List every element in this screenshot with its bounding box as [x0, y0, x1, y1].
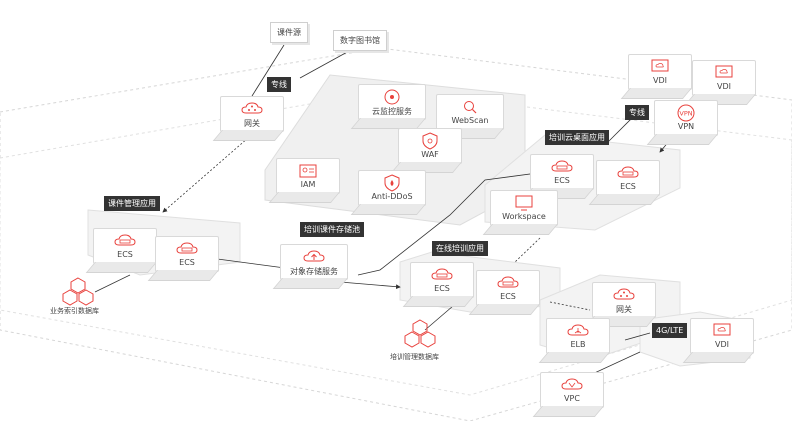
ecs-left-1-label: ECS	[117, 250, 133, 259]
vdi-monitor-icon	[713, 323, 731, 336]
ecs-icon	[551, 160, 573, 172]
conn-gateway-ecs	[162, 137, 249, 213]
node-ecs-online-1: ECS	[402, 262, 474, 308]
node-gateway-top: 网关	[212, 96, 284, 142]
tag-cloud-desktop-app: 培训云桌面应用	[545, 130, 609, 145]
node-ecs-online-2: ECS	[468, 270, 540, 316]
gateway-icon	[613, 288, 635, 300]
conn-ecs-storage	[209, 257, 286, 270]
ecs-icon	[431, 268, 453, 280]
node-vdi-2: VDI	[684, 60, 756, 106]
svg-text:VPN: VPN	[679, 110, 692, 118]
ecs-left-2-label: ECS	[179, 258, 195, 267]
node-ecs-desk-1: ECS	[522, 154, 594, 200]
tag-course-app: 课件管理应用	[104, 196, 160, 211]
ecs-icon	[617, 166, 639, 178]
ecs-desk-2-label: ECS	[620, 182, 636, 191]
course-source-box: 课件源	[270, 22, 308, 43]
workspace-label: Workspace	[502, 212, 546, 221]
node-ecs-left-2: ECS	[147, 236, 219, 282]
shield-drop-icon	[384, 174, 400, 192]
conn-elb-lte	[624, 332, 651, 341]
upload-cloud-icon	[303, 250, 325, 262]
digital-library-box: 数字图书馆	[333, 30, 387, 51]
training-db-label: 培训管理数据库	[390, 353, 439, 361]
database-cluster-icon	[404, 319, 436, 348]
node-cloud-monitor: 云监控服务	[350, 84, 426, 130]
node-vpn: VPN VPN	[646, 100, 718, 146]
node-vdi-3: VDI	[682, 318, 754, 364]
business-db-label: 业务索引数据库	[50, 307, 99, 315]
gateway-icon	[241, 102, 263, 114]
object-storage-label: 对象存储服务	[290, 267, 338, 276]
ecs-icon	[114, 234, 136, 246]
node-object-storage: 对象存储服务	[272, 244, 348, 290]
vpc-icon	[561, 378, 583, 390]
cloud-monitor-label: 云监控服务	[372, 107, 412, 116]
waf-label: WAF	[421, 150, 439, 159]
id-card-icon	[299, 164, 317, 178]
tag-dedicated-line-1: 专线	[267, 77, 291, 92]
node-waf: WAF	[390, 128, 462, 174]
magnifier-icon	[464, 101, 477, 114]
vdi-1-label: VDI	[653, 76, 667, 85]
gateway-right-label: 网关	[616, 305, 632, 314]
node-anti-ddos: Anti-DDoS	[350, 170, 426, 216]
gateway-top-label: 网关	[244, 119, 260, 128]
conn-desk-online	[514, 237, 541, 263]
course-source-label: 课件源	[277, 28, 301, 37]
shield-icon	[422, 132, 438, 150]
desktop-icon	[515, 195, 533, 211]
tag-4g-lte: 4G/LTE	[652, 323, 688, 338]
node-elb: ELB	[538, 318, 610, 364]
ecs-online-1-label: ECS	[434, 284, 450, 293]
vdi-3-label: VDI	[715, 340, 729, 349]
conn-db-left	[94, 274, 131, 293]
webscan-label: WebScan	[451, 116, 489, 125]
conn-storage-desktop	[357, 169, 561, 276]
elb-label: ELB	[570, 340, 586, 349]
node-vpc: VPC	[532, 372, 604, 418]
vpn-icon: VPN	[677, 104, 695, 122]
ecs-icon	[176, 242, 198, 254]
vpn-label: VPN	[677, 122, 695, 131]
conn-source-line	[251, 44, 285, 97]
monitor-icon	[384, 89, 400, 105]
node-workspace: Workspace	[482, 190, 558, 236]
node-webscan: WebScan	[428, 94, 504, 140]
digital-library-label: 数字图书馆	[340, 36, 380, 45]
vpc-label: VPC	[564, 394, 580, 403]
ecs-icon	[497, 276, 519, 288]
vdi-monitor-icon	[715, 65, 733, 78]
ecs-online-2-label: ECS	[500, 292, 516, 301]
tag-storage-pool: 培训课件存储池	[300, 222, 364, 237]
database-cluster-icon	[62, 277, 94, 306]
anti-ddos-label: Anti-DDoS	[371, 192, 413, 201]
node-ecs-left-1: ECS	[85, 228, 157, 274]
conn-online-elb	[549, 301, 591, 311]
node-iam: IAM	[268, 158, 340, 204]
node-ecs-desk-2: ECS	[588, 160, 660, 206]
ecs-desk-1-label: ECS	[554, 176, 570, 185]
vdi-2-label: VDI	[717, 82, 731, 91]
tag-dedicated-line-2: 专线	[625, 105, 649, 120]
node-gateway-right: 网关	[584, 282, 656, 328]
node-vdi-1: VDI	[620, 54, 692, 100]
tag-online-training-app: 在线培训应用	[432, 241, 488, 256]
conn-storage-online	[339, 281, 401, 290]
iam-label: IAM	[300, 180, 316, 189]
load-balancer-icon	[567, 324, 589, 336]
vdi-monitor-icon	[651, 59, 669, 72]
